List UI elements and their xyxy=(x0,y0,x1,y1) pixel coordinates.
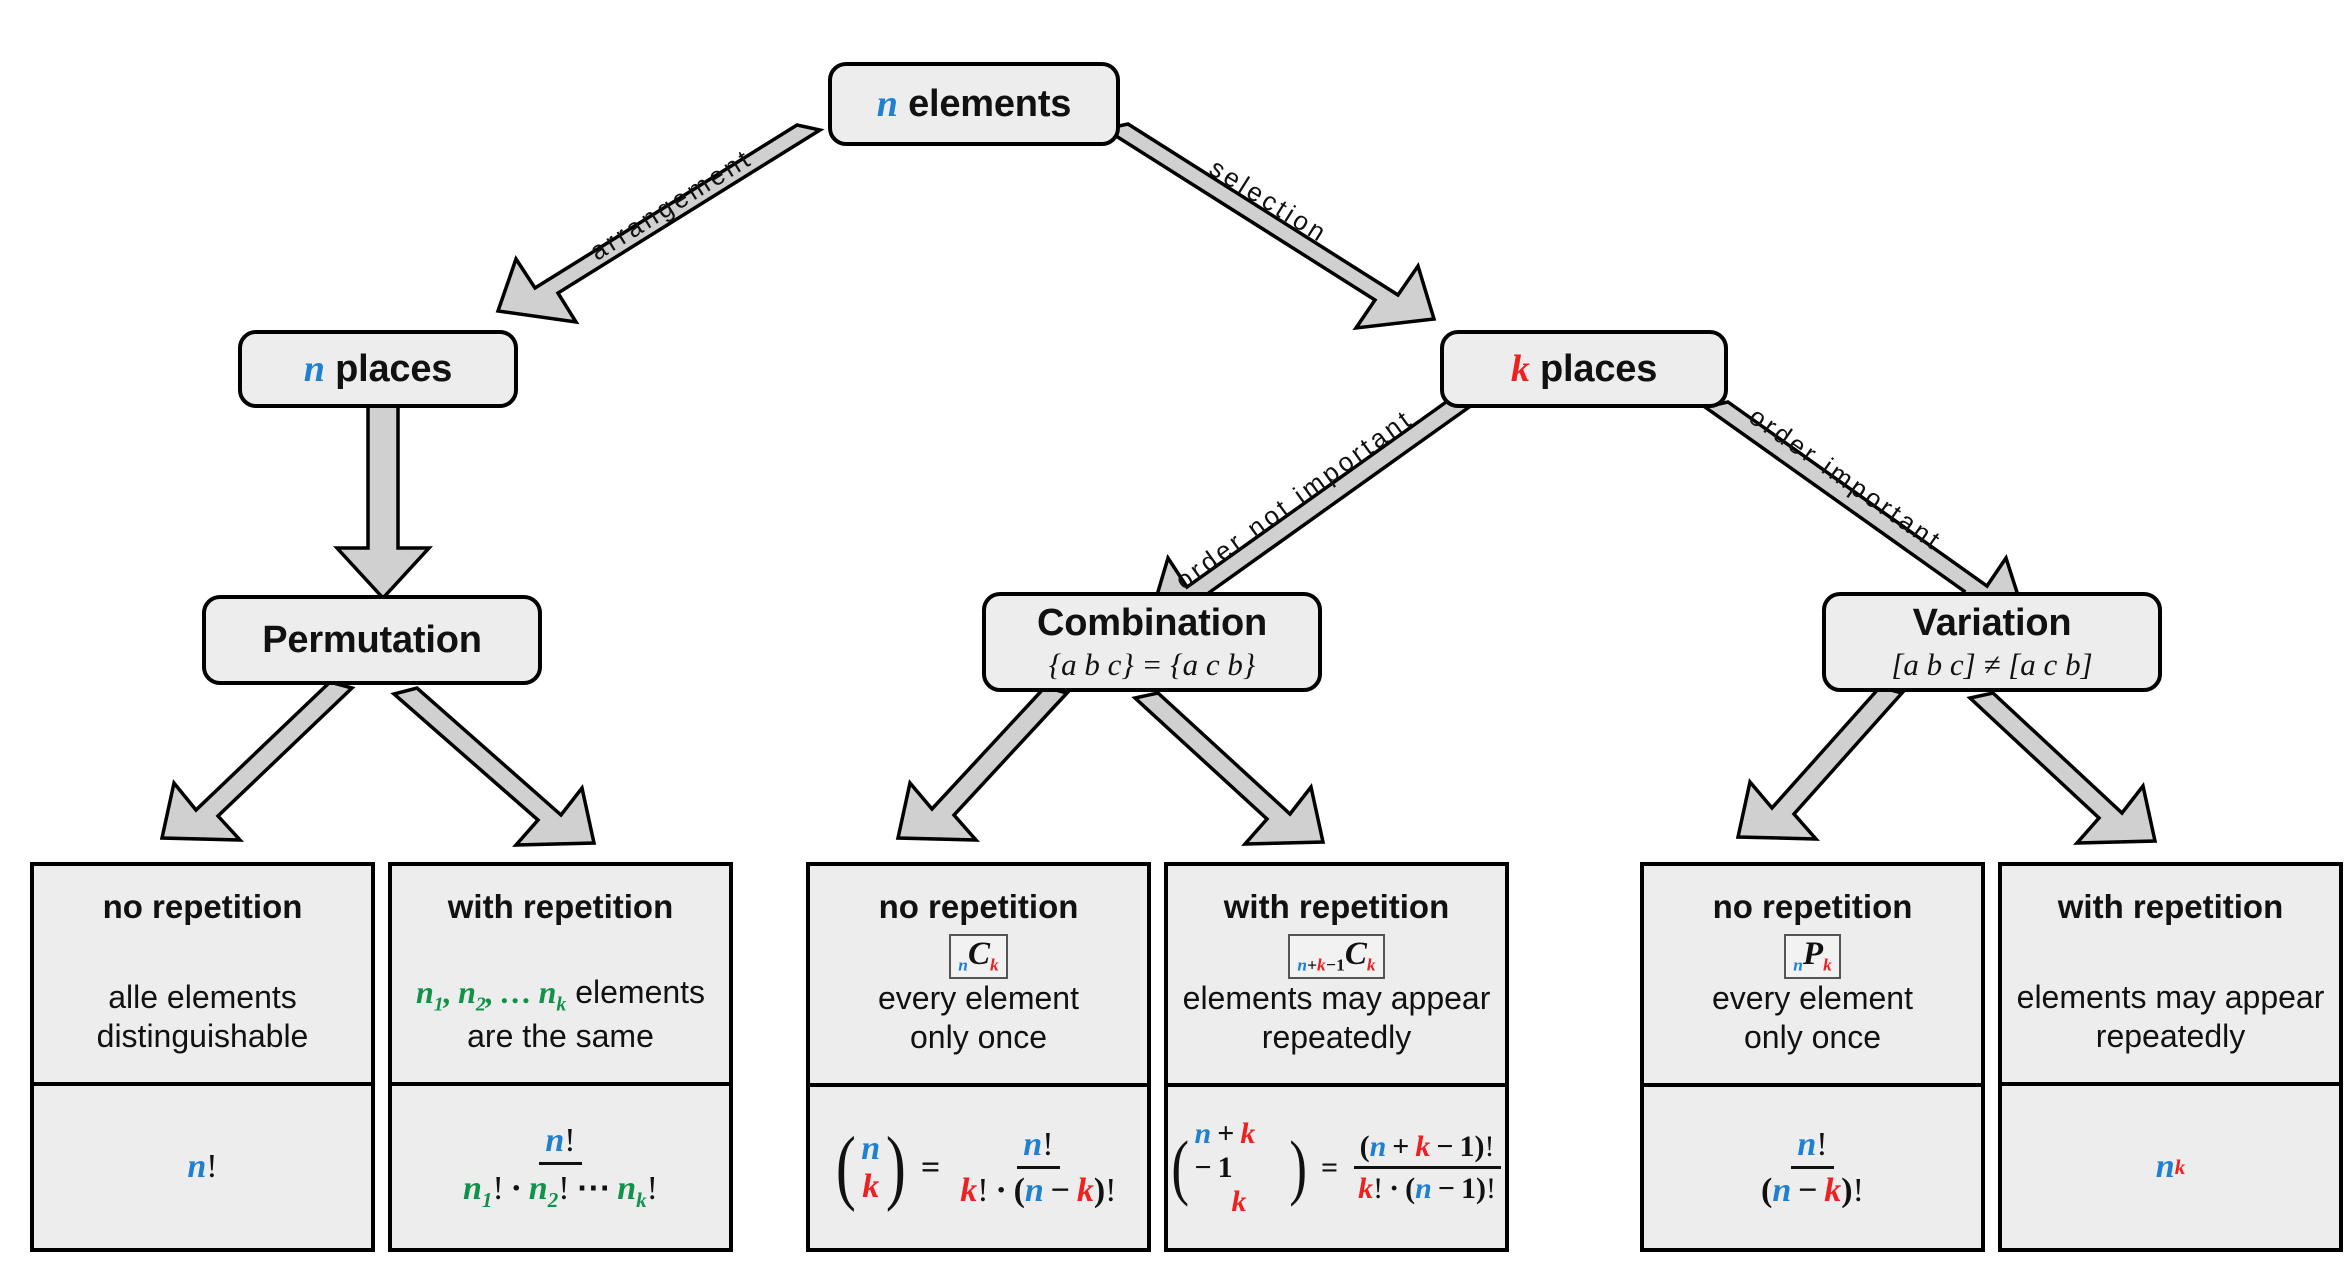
card-heading: no repetition xyxy=(102,888,303,925)
notation-badge-nPk: nPk xyxy=(1784,934,1841,979)
denominator: k! · (n − 1)! xyxy=(1358,1171,1496,1205)
fraction: n! (n − k)! xyxy=(1755,1126,1870,1210)
binomial-coefficient: ( n k ) xyxy=(835,1120,907,1213)
arrow-selection xyxy=(1100,122,1437,331)
desc-line-1: elements may appear xyxy=(2016,978,2325,1015)
desc-line-2: distinguishable xyxy=(96,1017,309,1054)
card-formula: ( n + k − 1 k ) = (n + k − 1)! k! · (n −… xyxy=(1168,1087,1505,1249)
arrow-comb-with-rep xyxy=(1131,691,1326,846)
binomial-coefficient: ( n + k − 1 k ) xyxy=(1171,1117,1307,1218)
node-combination[interactable]: Combination {a b c} = {a c b} xyxy=(982,592,1322,692)
card-description: elements may appear repeatedly xyxy=(2002,978,2339,1082)
desc-line-2: repeatedly xyxy=(1261,1018,1412,1055)
card-heading: no repetition xyxy=(878,888,1079,925)
fraction: n! n1! · n2! ⋯ nk! xyxy=(457,1122,664,1213)
card-formula: n! xyxy=(34,1086,371,1248)
card-top: no repetition nPk every element only onc… xyxy=(1644,866,1981,1087)
partition-vars: n1, n2, … nk xyxy=(415,974,567,1016)
var-k: k xyxy=(1510,348,1530,390)
node-variation-title: Variation xyxy=(1912,601,2072,644)
notation-subscript: n+k−1 xyxy=(1297,955,1345,975)
desc-line-1: alle elements xyxy=(108,978,297,1015)
numerator: n! xyxy=(1017,1126,1060,1169)
card-description: every element only once xyxy=(1644,979,1981,1083)
node-permutation[interactable]: Permutation xyxy=(202,595,542,685)
card-heading: with repetition xyxy=(2057,888,2284,925)
node-variation-note: [a b c] ≠ [a c b] xyxy=(1891,646,2093,682)
card-top: with repetition n1, n2, … nk elements ar… xyxy=(392,866,729,1086)
fraction: n! k! · (n − k)! xyxy=(954,1126,1122,1210)
arrow-perm-with-rep xyxy=(390,686,597,847)
var-n: n xyxy=(2155,1148,2175,1185)
card-combination-with-repetition[interactable]: with repetition n+k−1Ck elements may app… xyxy=(1164,862,1509,1252)
node-combination-note: {a b c} = {a c b} xyxy=(1048,646,1256,682)
desc-line-2: repeatedly xyxy=(2095,1017,2246,1054)
edge-label-selection: selection xyxy=(1204,152,1334,249)
fraction: (n + k − 1)! k! · (n − 1)! xyxy=(1352,1130,1502,1206)
edge-label-order-important: order important xyxy=(1743,400,1949,557)
denominator: n1! · n2! ⋯ nk! xyxy=(463,1169,658,1212)
n-places-text: places xyxy=(335,348,453,390)
denominator: k! · (n − k)! xyxy=(960,1171,1117,1209)
card-permutation-no-repetition[interactable]: no repetition alle elements distinguisha… xyxy=(30,862,375,1252)
var-n: n xyxy=(876,83,898,125)
desc-line-2: are the same xyxy=(467,1017,654,1054)
root-label-text: elements xyxy=(908,83,1072,125)
desc-tail: elements xyxy=(575,974,706,1011)
arrow-var-with-rep xyxy=(1966,691,2158,845)
card-formula: n! (n − k)! xyxy=(1644,1087,1981,1249)
desc-line-2: only once xyxy=(1744,1018,1881,1055)
card-permutation-with-repetition[interactable]: with repetition n1, n2, … nk elements ar… xyxy=(388,862,733,1252)
factorial-symbol: ! xyxy=(206,1148,218,1185)
card-top: with repetition n+k−1Ck elements may app… xyxy=(1168,866,1505,1087)
node-n-places-label: n places xyxy=(303,347,453,391)
card-variation-no-repetition[interactable]: no repetition nPk every element only onc… xyxy=(1640,862,1985,1252)
card-top: with repetition elements may appear repe… xyxy=(2002,866,2339,1086)
desc-line-1: elements may appear xyxy=(1182,979,1491,1016)
notation-badge-npkm1Ck: n+k−1Ck xyxy=(1288,934,1385,979)
node-n-elements-label: n elements xyxy=(876,82,1072,126)
card-formula: ( n k ) = n! k! · (n − k)! xyxy=(810,1087,1147,1249)
exponent-k: k xyxy=(2174,1154,2186,1179)
numerator: n! xyxy=(539,1122,582,1165)
card-top: no repetition alle elements distinguisha… xyxy=(34,866,371,1086)
card-description: alle elements distinguishable xyxy=(34,978,371,1082)
desc-line-2: only once xyxy=(910,1018,1047,1055)
card-description: elements may appear repeatedly xyxy=(1168,979,1505,1083)
k-places-text: places xyxy=(1540,348,1658,390)
node-n-places[interactable]: n places xyxy=(238,330,518,408)
node-combination-title: Combination xyxy=(1037,601,1267,644)
arrow-var-no-rep xyxy=(1735,685,1906,841)
card-description: n1, n2, … nk elements are the same xyxy=(392,973,729,1082)
node-n-elements[interactable]: n elements xyxy=(828,62,1120,146)
arrow-comb-no-rep xyxy=(895,685,1071,842)
node-variation[interactable]: Variation [a b c] ≠ [a c b] xyxy=(1822,592,2162,692)
card-combination-no-repetition[interactable]: no repetition nCk every element only onc… xyxy=(806,862,1151,1252)
card-formula: n! n1! · n2! ⋯ nk! xyxy=(392,1086,729,1248)
desc-line-1: n1, n2, … nk elements xyxy=(392,973,729,1017)
node-permutation-title: Permutation xyxy=(262,618,482,661)
notation-badge-nCk: nCk xyxy=(949,934,1008,979)
edge-label-order-not-important: order not important xyxy=(1169,402,1419,596)
card-heading: no repetition xyxy=(1712,888,1913,925)
desc-line-1: every element xyxy=(1712,979,1913,1016)
arrow-perm-no-rep xyxy=(159,680,356,842)
card-top: no repetition nCk every element only onc… xyxy=(810,866,1147,1087)
desc-line-1: every element xyxy=(878,979,1079,1016)
var-n: n xyxy=(303,348,325,390)
node-k-places-label: k places xyxy=(1511,347,1657,391)
numerator: n! xyxy=(1791,1126,1834,1169)
card-heading: with repetition xyxy=(1223,888,1450,925)
numerator: (n + k − 1)! xyxy=(1353,1130,1501,1169)
var-n: n xyxy=(187,1148,207,1185)
denominator: (n − k)! xyxy=(1761,1171,1864,1209)
card-heading: with repetition xyxy=(447,888,674,925)
card-variation-with-repetition[interactable]: with repetition elements may appear repe… xyxy=(1998,862,2343,1252)
edge-label-arrangement: arrangement xyxy=(584,142,758,267)
node-k-places[interactable]: k places xyxy=(1440,330,1728,408)
card-description: every element only once xyxy=(810,979,1147,1083)
arrow-places-to-permutation xyxy=(333,386,433,601)
